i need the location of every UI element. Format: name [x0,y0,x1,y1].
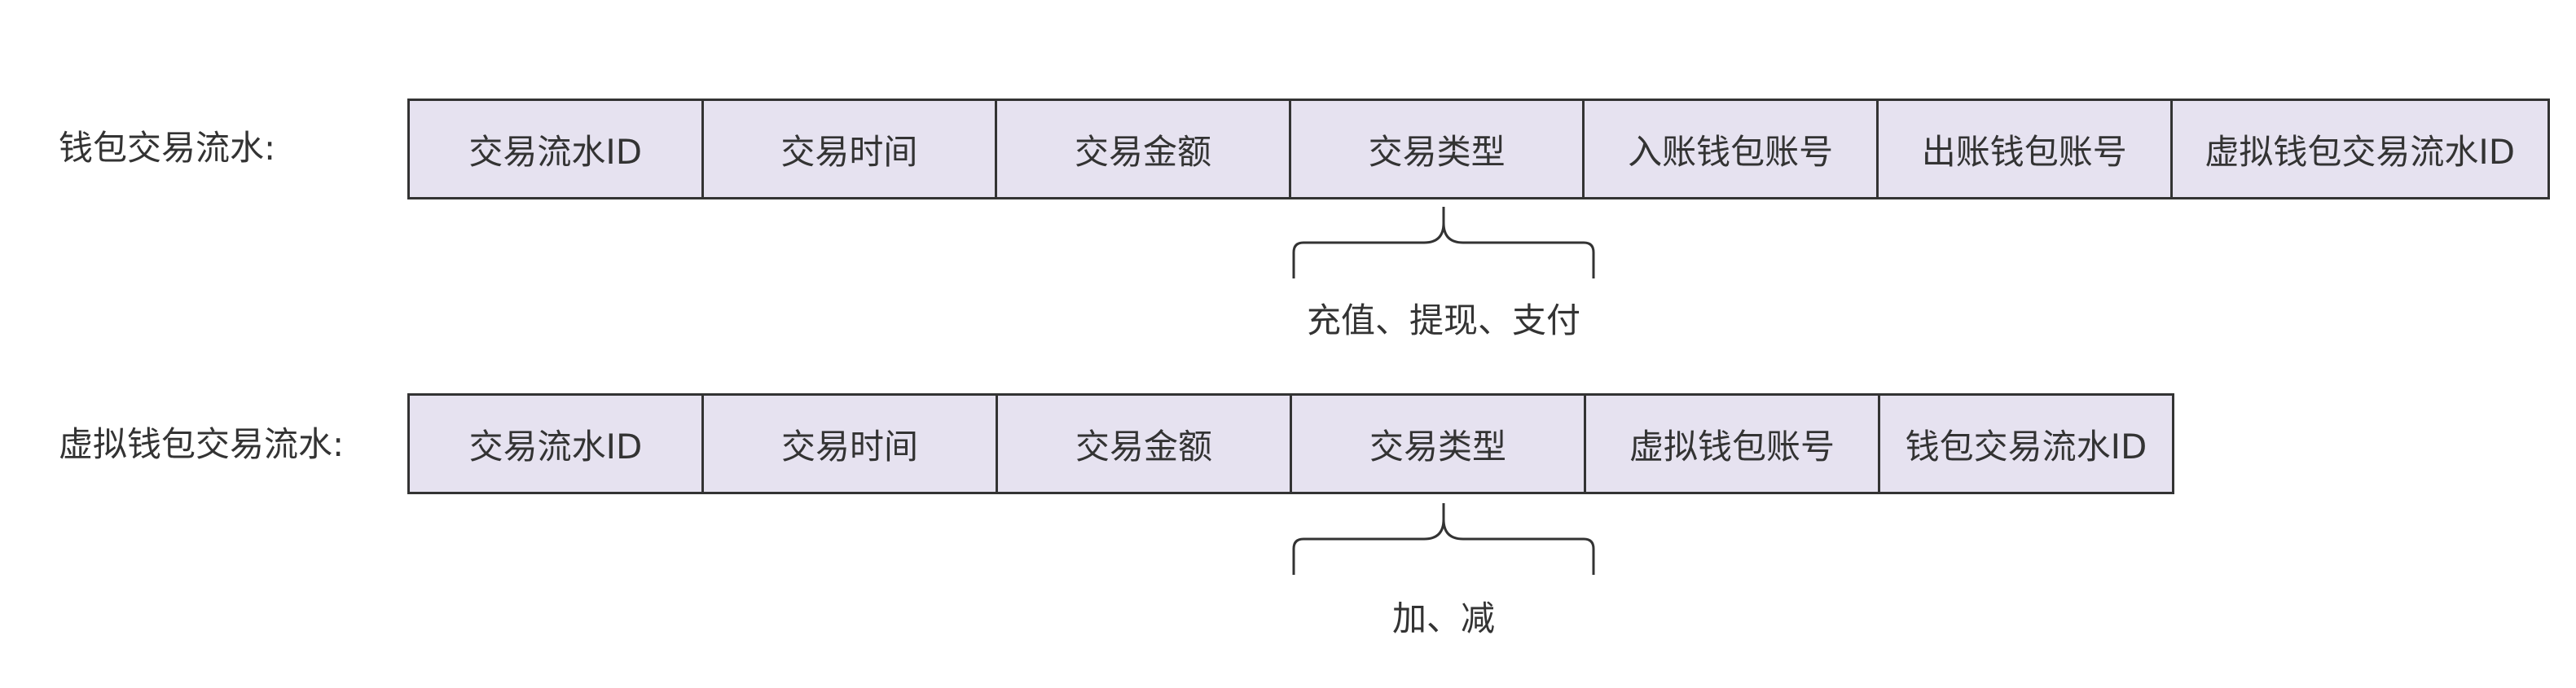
field-cell: 虚拟钱包交易流水ID [2173,101,2551,197]
field-cell: 交易时间 [704,396,998,492]
field-cell: 虚拟钱包账号 [1586,396,1880,492]
wallet-type-brace [1292,207,1595,278]
field-cell: 交易流水ID [410,396,704,492]
field-cell: 钱包交易流水ID [1880,396,2174,492]
field-cell: 交易流水ID [410,101,704,197]
field-cell: 交易金额 [998,396,1292,492]
wallet-type-values: 充值、提现、支付 [1306,300,1580,340]
wallet-flow-label: 钱包交易流水: [59,128,276,168]
wallet-flow-fields: 交易流水ID 交易时间 交易金额 交易类型 入账钱包账号 出账钱包账号 虚拟钱包… [407,99,2551,199]
field-cell: 交易金额 [997,101,1291,197]
virtual-type-values: 加、减 [1391,598,1495,638]
field-cell: 交易时间 [704,101,998,197]
field-cell: 出账钱包账号 [1879,101,2173,197]
field-cell-transaction-type: 交易类型 [1292,396,1586,492]
virtual-wallet-flow-fields: 交易流水ID 交易时间 交易金额 交易类型 虚拟钱包账号 钱包交易流水ID [407,393,2174,494]
virtual-wallet-flow-label: 虚拟钱包交易流水: [59,424,345,464]
field-cell-transaction-type: 交易类型 [1291,101,1585,197]
virtual-type-brace [1292,503,1595,575]
field-cell: 入账钱包账号 [1585,101,1879,197]
